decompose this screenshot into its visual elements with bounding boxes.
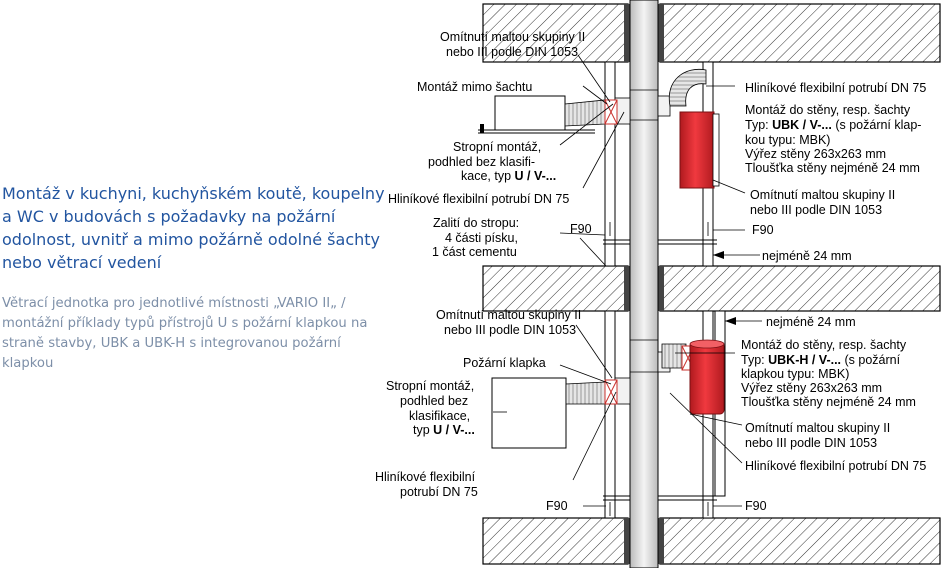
label-mortar-top-1: Omítnutí maltou skupiny II [440, 30, 585, 44]
label-fire-damper: Požární klapka [463, 356, 546, 370]
label-flex-bot-left-2: potrubí DN 75 [400, 485, 478, 499]
flex-duct-top-right [668, 68, 707, 107]
wall-unit-ubk-h-bottom [681, 339, 725, 415]
ceiling-slab-middle [482, 265, 941, 312]
label-ceiling-top-2: podhled bez klasifi- [428, 155, 535, 169]
label-fill-1: Zalití do stropu: [433, 216, 519, 230]
label-f90-top-left: F90 [570, 222, 592, 236]
label-ceiling-bot-2: podhled bez [400, 394, 468, 408]
label-fill-2: 4 části písku, [445, 231, 518, 245]
label-ceiling-bot-4: typ U / V-... [413, 423, 475, 437]
label-wall-top-2: Typ: UBK / V-... (s požární klap- [745, 118, 921, 132]
leader-lines [493, 54, 746, 507]
fire-damper-bottom [604, 379, 618, 405]
label-wall-top-3: kou typu: MBK) [745, 133, 830, 147]
label-mortar-top-2: nebo III podle DIN 1053 [446, 45, 578, 59]
dimension-arrows [713, 229, 762, 507]
label-flex-bot-left-1: Hliníkové flexibilní [375, 470, 476, 484]
ceiling-unit-bottom [491, 377, 567, 449]
label-ceiling-bot-3: klasifikace, [409, 409, 470, 423]
diagram-title: Montáž v kuchyni, kuchyňském koutě, koup… [2, 184, 385, 272]
label-f90-bot-left: F90 [546, 499, 568, 513]
label-mortar-mid-2: nebo III podle DIN 1053 [444, 323, 576, 337]
label-flex-bot-right: Hliníkové flexibilní potrubí DN 75 [745, 459, 926, 473]
label-flex-top-right: Hliníkové flexibilní potrubí DN 75 [745, 81, 926, 95]
label-wall-bot-5: Tloušťka stěny nejméně 24 mm [741, 395, 916, 409]
label-wall-bot-1: Montáž do stěny, resp. šachty [741, 338, 907, 352]
ceiling-slab-top [482, 3, 941, 63]
fire-damper-top [604, 99, 618, 125]
label-f90-bot-right: F90 [745, 499, 767, 513]
label-mount-outside: Montáž mimo šachtu [417, 80, 532, 94]
label-fill-3: 1 část cementu [432, 245, 517, 259]
label-ceiling-top-3: kace, typ U / V-... [461, 169, 556, 183]
label-wall-top-4: Výřez stěny 263x263 mm [745, 147, 886, 161]
main-riser-pipe [629, 0, 659, 568]
label-mortar-right-2: nebo III podle DIN 1053 [750, 203, 882, 217]
label-mortar-mid-1: Omítnutí maltou skupiny II [436, 308, 581, 322]
label-ceiling-top-1: Stropní montáž, [453, 140, 541, 154]
wall-unit-ubk-top [679, 111, 720, 189]
diagram-subtitle: Větrací jednotka pro jednotlivé místnost… [2, 296, 368, 371]
label-wall-bot-4: Výřez stěny 263x263 mm [741, 381, 882, 395]
label-wall-bot-2: Typ: UBK-H / V-... (s požární [741, 353, 901, 367]
label-ceiling-bot-1: Stropní montáž, [386, 379, 474, 393]
flex-duct-top-left [564, 99, 606, 127]
label-wall-top-1: Montáž do stěny, resp. šachty [745, 103, 911, 117]
label-wall-top-5: Tloušťka stěny nejméně 24 mm [745, 161, 920, 175]
label-min-24-b: nejméně 24 mm [766, 315, 856, 329]
label-mortar-bot-1: Omítnutí maltou skupiny II [745, 421, 890, 435]
flex-duct-bottom-left [565, 381, 606, 405]
label-wall-bot-3: klapkou typu: MBK) [741, 367, 849, 381]
label-mortar-bot-2: nebo III podle DIN 1053 [745, 436, 877, 450]
label-f90-top-right: F90 [752, 223, 774, 237]
label-min-24-a: nejméně 24 mm [762, 249, 852, 263]
label-mortar-right-1: Omítnutí maltou skupiny II [750, 188, 895, 202]
label-flex-top-left: Hliníkové flexibilní potrubí DN 75 [388, 192, 569, 206]
ceiling-slab-bottom [482, 517, 941, 565]
